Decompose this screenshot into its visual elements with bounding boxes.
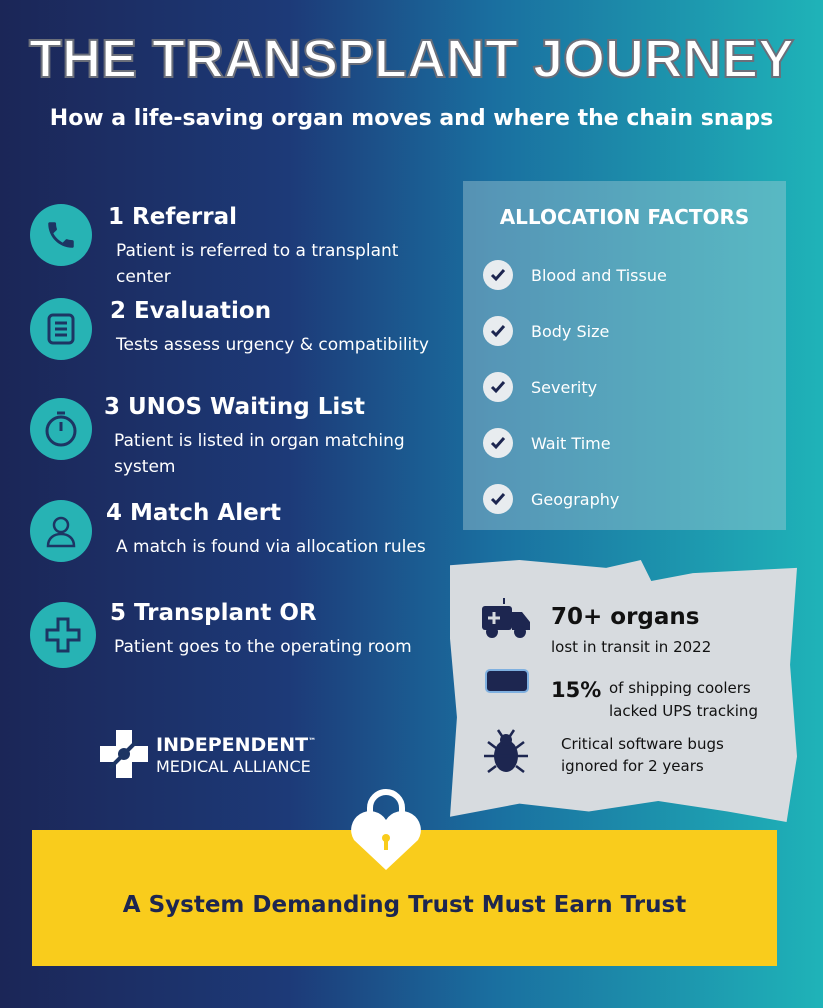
allocation-factor-label: Wait Time: [531, 433, 611, 453]
person-icon: [30, 500, 92, 562]
check-icon: [483, 372, 513, 402]
allocation-factor-item: Body Size: [483, 315, 609, 347]
allocation-factor-item: Geography: [483, 483, 619, 515]
logo: INDEPENDENT™ MEDICAL ALLIANCE: [98, 728, 316, 784]
allocation-factor-label: Blood and Tissue: [531, 265, 667, 285]
subtitle: How a life-saving organ moves and where …: [49, 106, 774, 131]
logo-line1: INDEPENDENT: [156, 734, 309, 756]
stat-bugs-line1: Critical software bugs: [561, 735, 724, 753]
medical-cross-icon: [30, 602, 96, 668]
page-title: THE TRANSPLANT JOURNEY: [28, 28, 795, 90]
banner-text: A System Demanding Trust Must Earn Trust: [122, 892, 687, 918]
step-body: Patient goes to the operating room: [114, 637, 412, 657]
allocation-heading: ALLOCATION FACTORS: [499, 205, 750, 229]
stat-organs-lost-detail: lost in transit in 2022: [551, 638, 712, 656]
step-title: 2 Evaluation: [110, 298, 272, 324]
step-transplant-or: 5 Transplant OR Patient goes to the oper…: [28, 600, 448, 690]
ambulance-icon: [482, 598, 530, 638]
heart-lock-icon: [351, 789, 421, 870]
allocation-factor-label: Severity: [531, 377, 598, 397]
step-waiting-list: 3 UNOS Waiting List Patient is listed in…: [28, 394, 448, 484]
step-body: A match is found via allocation rules: [116, 537, 426, 557]
stat-coolers-line1: of shipping coolers: [609, 679, 751, 697]
step-title: 5 Transplant OR: [110, 600, 317, 626]
phone-icon: [30, 204, 92, 266]
stat-coolers-line2: lacked UPS tracking: [609, 702, 758, 720]
stat-organs-lost: 70+ organs: [551, 604, 700, 630]
logo-mark-icon: [100, 730, 148, 778]
allocation-factor-item: Blood and Tissue: [483, 259, 667, 291]
check-icon: [483, 260, 513, 290]
step-evaluation: 2 Evaluation Tests assess urgency & comp…: [28, 298, 448, 388]
step-match-alert: 4 Match Alert A match is found via alloc…: [28, 500, 448, 590]
allocation-factor-item: Wait Time: [483, 427, 611, 459]
stat-bugs-line2: ignored for 2 years: [561, 757, 704, 775]
document-icon: [30, 298, 92, 360]
trust-banner: A System Demanding Trust Must Earn Trust: [32, 830, 777, 966]
check-icon: [483, 316, 513, 346]
step-body: Tests assess urgency & compatibility: [116, 335, 429, 355]
check-icon: [483, 484, 513, 514]
step-title: 3 UNOS Waiting List: [104, 394, 365, 420]
bug-icon: [484, 729, 528, 773]
allocation-factor-item: Severity: [483, 371, 597, 403]
allocation-factor-label: Body Size: [531, 321, 610, 341]
step-body: Patient is referred to a transplant cent…: [116, 241, 399, 287]
allocation-factor-label: Geography: [531, 489, 620, 509]
trademark: ™: [308, 736, 317, 746]
step-body: Patient is listed in organ matching syst…: [114, 431, 405, 477]
stopwatch-icon: [30, 398, 92, 460]
logo-line2: MEDICAL ALLIANCE: [156, 757, 311, 776]
check-icon: [483, 428, 513, 458]
stat-coolers-percent: 15%: [551, 678, 602, 702]
step-title: 1 Referral: [108, 204, 238, 230]
step-title: 4 Match Alert: [106, 500, 282, 526]
cooler-icon: [485, 669, 529, 693]
step-referral: 1 Referral Patient is referred to a tran…: [28, 204, 448, 294]
